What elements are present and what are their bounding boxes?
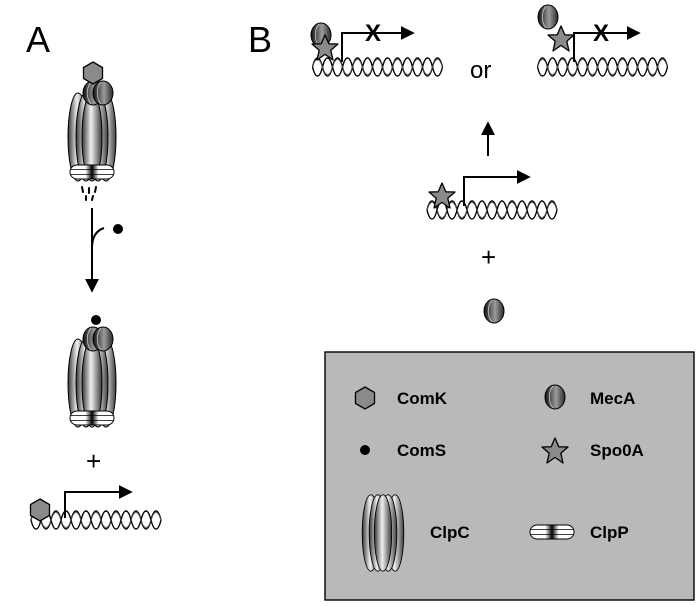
legend-box: ComK MecA ComS Spo0A ClpC ClpP (324, 351, 695, 601)
coms-dot-icon (113, 224, 123, 234)
clpc-legend-icon (361, 494, 405, 572)
legend-clpc-label: ClpC (430, 523, 470, 542)
meca-legend-icon (544, 384, 566, 410)
blocked-promoter-left (310, 22, 444, 77)
coms-legend-icon (360, 445, 370, 455)
comk-promoter-dna (29, 485, 162, 530)
meca-free-icon (483, 298, 505, 324)
clpp-legend-icon (529, 524, 575, 540)
spo0a-promoter-dna (426, 170, 558, 220)
legend-meca-label: MecA (590, 389, 635, 408)
panel-a-label: A (26, 19, 50, 60)
or-text: or (470, 57, 491, 84)
panel-b-label: B (248, 19, 272, 60)
legend-spo0a-label: Spo0A (590, 441, 644, 460)
comk-legend-icon (354, 386, 376, 410)
degradation-fragments (81, 186, 97, 201)
blocked-x-left: X (365, 20, 381, 47)
coms-arrow (85, 208, 123, 293)
legend-coms-label: ComS (397, 441, 446, 460)
comk-hexagon-icon (82, 61, 104, 85)
clpc-meca-comk-complex (67, 61, 117, 182)
blocked-promoter-right (536, 4, 669, 77)
legend-comk-label: ComK (397, 389, 448, 408)
plus-sign-a: + (86, 446, 101, 476)
plus-sign-b: + (481, 242, 496, 272)
blocked-x-right: X (593, 20, 609, 47)
legend-clpp-label: ClpP (590, 523, 629, 542)
clpc-meca-coms-complex (67, 315, 117, 428)
